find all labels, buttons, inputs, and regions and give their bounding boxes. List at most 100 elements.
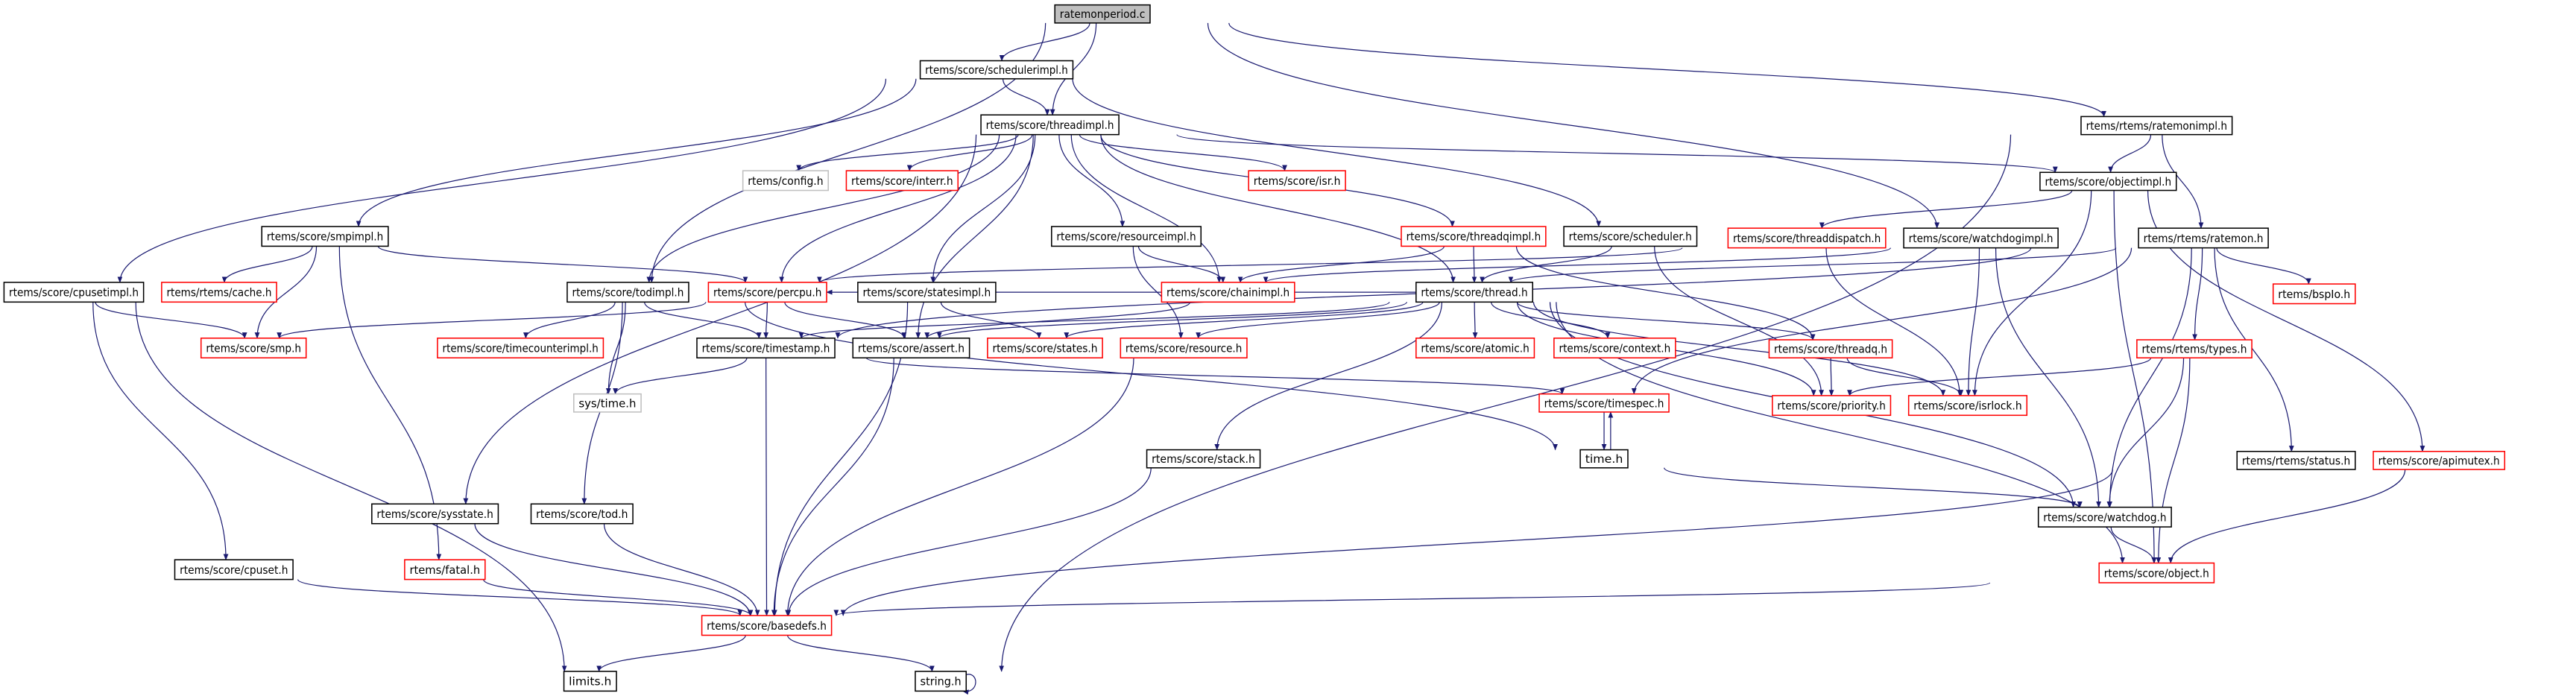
node-box [437,338,604,358]
edge-chainimpl-to-assert [924,302,1191,339]
node-timespec[interactable]: rtems/score/timespec.h [1538,393,1670,413]
node-box [161,282,277,303]
node-cpuset[interactable]: rtems/score/cpuset.h [174,559,294,580]
node-label: rtems/score/objectimpl.h [2045,175,2172,189]
node-status[interactable]: rtems/rtems/status.h [2236,451,2356,470]
node-box [857,282,997,303]
node-label: rtems/rtems/types.h [2141,343,2247,356]
node-label: rtems/score/states.h [992,342,1097,355]
node-context[interactable]: rtems/score/context.h [1553,338,1676,358]
node-box [696,338,836,358]
edge-object-to-basedefs [833,582,1991,616]
node-resourceimpl[interactable]: rtems/score/resourceimpl.h [1051,226,1202,247]
node-states[interactable]: rtems/score/states.h [987,338,1103,358]
node-object[interactable]: rtems/score/object.h [2098,562,2215,583]
node-box [1120,338,1248,358]
edge-schedulerimpl-to-scheduler [1072,78,1602,227]
node-todimpl[interactable]: rtems/score/todimpl.h [566,282,689,303]
edge-fatal-to-basedefs [483,579,754,616]
node-label: rtems/score/todimpl.h [572,286,684,300]
node-watchdog[interactable]: rtems/score/watchdog.h [2037,506,2172,528]
edge-objectimpl-to-threaddispatch [1819,190,2073,230]
edge-threadimpl-to-statesimpl [930,134,1036,283]
node-label: rtems/score/interr.h [851,174,953,188]
node-basedefs[interactable]: rtems/score/basedefs.h [701,615,833,636]
node-isrlock[interactable]: rtems/score/isrlock.h [1907,395,2028,417]
node-fatal[interactable]: rtems/fatal.h [404,559,486,580]
node-label: rtems/fatal.h [409,563,480,577]
edge-threadimpl-to-objectimpl [1176,134,2058,174]
node-label: time.h [1585,452,1623,466]
node-label: rtems/score/resourceimpl.h [1056,230,1196,244]
nodes-layer: ratemonperiod.c rtems/score/schedulerimpl… [3,4,2506,692]
node-apimutex[interactable]: rtems/score/apimutex.h [2373,451,2506,470]
edge-ratemon-to-bspio [2216,247,2311,285]
node-percpu[interactable]: rtems/score/percpu.h [707,282,827,303]
node-chainimpl[interactable]: rtems/score/chainimpl.h [1161,282,1295,303]
node-box [987,338,1103,358]
node-sysstate[interactable]: rtems/score/sysstate.h [371,503,499,525]
node-root[interactable]: ratemonperiod.c [1054,4,1151,24]
node-config[interactable]: rtems/config.h [742,170,829,192]
node-ratemonimpl[interactable]: rtems/rtems/ratemonimpl.h [2080,116,2233,136]
node-objectimpl[interactable]: rtems/score/objectimpl.h [2039,171,2177,192]
node-box [1146,449,1261,469]
edge-threaddispatch-to-percpu [817,247,1683,283]
node-string[interactable]: string.h [915,671,967,692]
node-atomic[interactable]: rtems/score/atomic.h [1415,338,1535,358]
node-limits[interactable]: limits.h [563,671,617,692]
node-tod[interactable]: rtems/score/tod.h [530,503,634,525]
node-systime[interactable]: sys/time.h [572,393,642,413]
node-threaddispatch[interactable]: rtems/score/threaddispatch.h [1727,227,1887,249]
node-threadq[interactable]: rtems/score/threadq.h [1768,339,1893,358]
edge-schedulerimpl-to-threadimpl [1002,78,1050,116]
node-label: rtems/score/isr.h [1254,174,1341,188]
node-label: rtems/rtems/cache.h [166,286,271,300]
node-smpimpl[interactable]: rtems/score/smpimpl.h [261,226,389,247]
edge-timestamp-to-systime [613,358,748,395]
node-thread[interactable]: rtems/score/thread.h [1415,282,1533,303]
node-cpusetimpl[interactable]: rtems/score/cpusetimpl.h [3,282,145,303]
node-timestamp[interactable]: rtems/score/timestamp.h [696,338,836,358]
edge-schedulerimpl-to-cpusetimpl [117,78,887,283]
node-box [2136,339,2253,358]
node-cache[interactable]: rtems/rtems/cache.h [161,282,277,303]
node-label: rtems/score/apimutex.h [2378,454,2500,467]
edge-status-to-basedefs [840,469,2113,616]
node-watchdogimpl[interactable]: rtems/score/watchdogimpl.h [1903,227,2059,249]
node-label: rtems/score/scheduler.h [1569,230,1692,244]
edge-thread-to-context [1491,302,1611,339]
edge-todimpl-to-timestamp [644,302,762,339]
edge-root-to-ratemonimpl [1228,22,2106,118]
node-schedulerimpl[interactable]: rtems/score/schedulerimpl.h [919,60,1074,80]
node-assert[interactable]: rtems/score/assert.h [852,338,970,358]
edge-types-to-object [2156,358,2191,564]
node-box [980,114,1120,136]
node-label: rtems/score/isrlock.h [1913,399,2021,413]
node-stack[interactable]: rtems/score/stack.h [1146,449,1261,469]
node-label: rtems/score/tod.h [536,507,628,521]
edge-time-to-watchdog [1664,467,2083,508]
node-statesimpl[interactable]: rtems/score/statesimpl.h [857,282,997,303]
node-box [1768,339,1893,358]
node-timecounterimpl[interactable]: rtems/score/timecounterimpl.h [437,338,604,358]
node-smp[interactable]: rtems/score/smp.h [200,338,307,358]
node-label: rtems/score/resource.h [1126,342,1242,355]
node-interr[interactable]: rtems/score/interr.h [845,170,959,192]
node-box [2098,562,2215,583]
edge-objectimpl-to-isrlock [1972,190,2092,396]
node-bspio[interactable]: rtems/bspIo.h [2272,283,2356,305]
node-label: sys/time.h [578,396,636,410]
node-types[interactable]: rtems/rtems/types.h [2136,339,2253,358]
node-scheduler[interactable]: rtems/score/scheduler.h [1563,226,1698,247]
edge-todimpl-to-timecounterimpl [523,302,616,339]
node-resource[interactable]: rtems/score/resource.h [1120,338,1248,358]
node-threadqimpl[interactable]: rtems/score/threadqimpl.h [1401,226,1547,247]
node-threadimpl[interactable]: rtems/score/threadimpl.h [980,114,1120,136]
node-ratemon[interactable]: rtems/rtems/ratemon.h [2138,227,2269,249]
edge-sysstate-to-basedefs [474,523,753,616]
node-priority[interactable]: rtems/score/priority.h [1772,395,1892,417]
node-time[interactable]: time.h [1579,449,1629,469]
node-isr[interactable]: rtems/score/isr.h [1248,170,1346,192]
node-label: rtems/score/chainimpl.h [1167,286,1289,300]
